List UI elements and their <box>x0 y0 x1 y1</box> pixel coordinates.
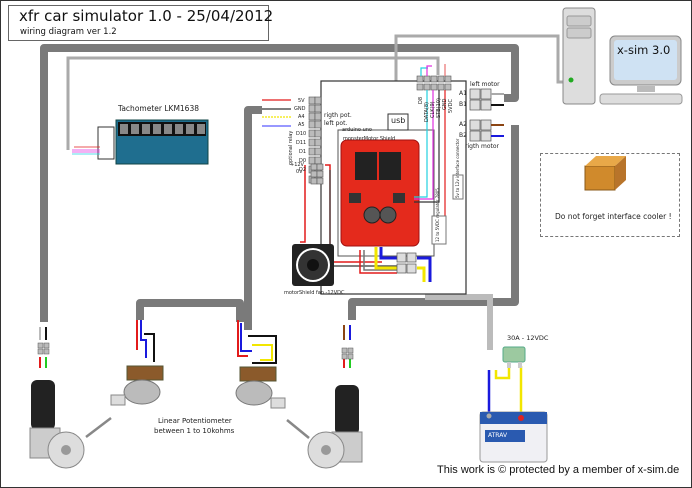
pin-5vdc: 5VDC <box>448 99 454 113</box>
regulator-label: 12 to 5VDC regulator 7805 <box>435 188 440 242</box>
potentiometer-label-line2: between 1 to 10kohms <box>154 427 235 435</box>
diagram-subtitle: wiring diagram ver 1.2 <box>20 27 117 37</box>
wire-shield-yellow <box>374 247 397 270</box>
cooler-note-box: Do not forget interface cooler ! <box>540 153 680 237</box>
tachometer-module <box>72 119 209 165</box>
fan-label: motorShield fan -12VDC <box>284 290 345 296</box>
usb-label: usb <box>391 116 406 125</box>
left-potentiometer <box>110 365 164 406</box>
right-potentiometer <box>235 366 286 409</box>
optional-relay-label: optional relay <box>288 130 294 165</box>
diagram-title: xfr car simulator 1.0 - 25/04/2012 <box>19 7 274 25</box>
power-terminal-blocks <box>396 252 417 274</box>
pin-gnd: GND <box>294 106 306 112</box>
arduino-uno-label: arduino uno <box>342 127 372 133</box>
motor-terminal-blocks <box>469 88 492 142</box>
left-motor-label: left motor <box>470 81 500 88</box>
battery-brand: ATRAV <box>488 432 508 439</box>
usb-connector <box>387 113 409 131</box>
heatsink-image <box>584 156 626 191</box>
pin-d11: D11 <box>296 140 307 146</box>
left-wiper-motor <box>29 380 85 469</box>
pin-d10: D10 <box>296 131 307 137</box>
title-box: xfr car simulator 1.0 - 25/04/2012 wirin… <box>8 5 273 41</box>
wire-shield-blue <box>379 247 397 260</box>
power-header <box>310 163 324 185</box>
fuse-label: 30A - 12VDC <box>507 334 549 342</box>
potentiometer-label-line1: Linear Potentiometer <box>158 417 232 425</box>
cooler-note-text: Do not forget interface cooler ! <box>555 212 672 221</box>
cable-left-motor <box>40 44 519 322</box>
pin-d0: D0 <box>299 158 307 164</box>
cable-usb <box>394 34 568 110</box>
computer-monitor <box>599 35 683 105</box>
monitor-label: x-sim 3.0 <box>617 43 671 57</box>
copyright-notice: This work is © protected by a member of … <box>437 464 680 476</box>
pin-0v: 0V <box>296 169 303 175</box>
aux-connector <box>452 174 464 200</box>
pin-12v: +12V <box>290 162 304 168</box>
cable-tachometer <box>66 56 440 150</box>
pin-d1: D1 <box>299 149 307 155</box>
pin-a4: A4 <box>298 114 305 120</box>
right-pot-label: rigth pot. <box>324 112 352 119</box>
regulator-7805 <box>431 215 447 245</box>
left-pot-label: left pot. <box>324 120 348 127</box>
fuse-30a <box>502 346 526 368</box>
top-header <box>416 75 452 91</box>
cable-right-pot <box>244 106 262 330</box>
pin-a5: A5 <box>298 122 305 128</box>
computer-tower <box>562 7 596 105</box>
motorshield-fan <box>292 244 334 286</box>
tachometer-label: Tachometer LKM1638 <box>118 104 199 113</box>
terminal-a2: A2 <box>459 121 467 128</box>
shield-label: monsterMotor Shield <box>343 136 396 142</box>
cable-right-motor <box>348 125 519 320</box>
terminal-a1: A1 <box>459 90 467 97</box>
battery <box>479 411 548 463</box>
terminal-b1: B1 <box>459 101 467 108</box>
terminal-b2: B2 <box>459 132 467 139</box>
pin-d2: D2 <box>299 167 307 173</box>
cable-pot-left-to-center <box>136 299 244 322</box>
aux-connector-label: 5v to 12v interface connector <box>455 138 460 198</box>
pin-5v: 5V <box>298 98 305 104</box>
right-wiper-motor <box>307 385 363 469</box>
right-motor-label: rigth motor <box>465 143 500 150</box>
